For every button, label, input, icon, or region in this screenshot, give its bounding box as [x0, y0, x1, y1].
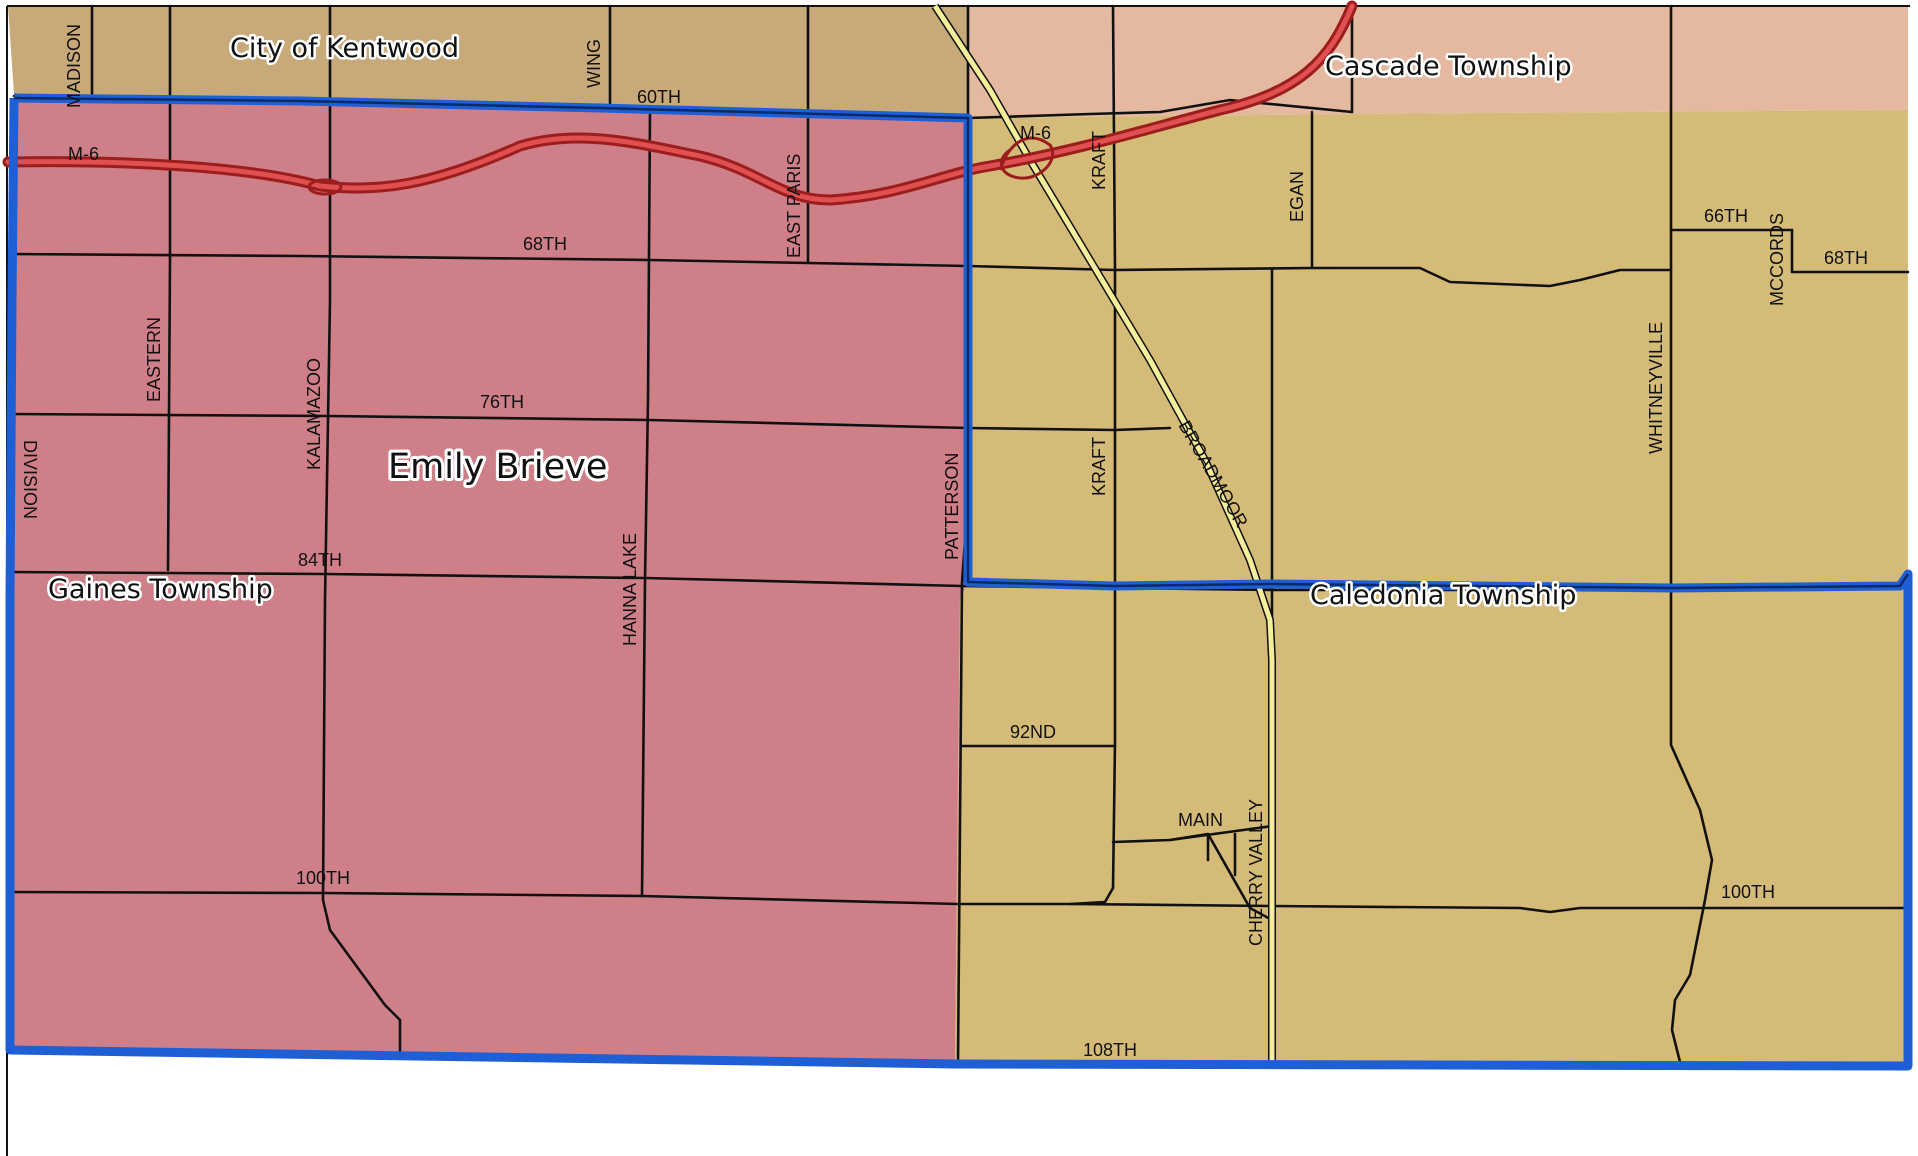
label-92nd: 92ND — [1010, 722, 1056, 742]
district-area — [10, 98, 968, 1062]
label-egan: EGAN — [1287, 171, 1307, 222]
road-60th-east — [966, 98, 1354, 120]
label-cherry-valley: CHERRY VALLEY — [1246, 799, 1266, 946]
label-kalamazoo: KALAMAZOO — [304, 358, 324, 470]
m6-interchange-broadmoor — [998, 136, 1055, 180]
label-main: MAIN — [1178, 810, 1223, 830]
m6-fill — [5, 3, 1355, 203]
label-100th-east: 100TH — [1721, 882, 1775, 902]
road-68th — [6, 252, 1673, 288]
broadmoor-highway — [931, 3, 1276, 1062]
road-kalamazoo — [321, 4, 402, 1054]
road-whitneyville — [1669, 4, 1714, 1064]
label-patterson: PATTERSON — [942, 453, 962, 560]
label-caledonia: Caledonia Township — [1310, 580, 1576, 611]
label-68th-west: 68TH — [523, 234, 567, 254]
road-main-spur-1 — [1168, 832, 1274, 922]
label-68th-east: 68TH — [1824, 248, 1868, 268]
label-kraft-south: KRAFT — [1089, 437, 1109, 496]
kentwood-area — [8, 6, 968, 118]
label-100th-west: 100TH — [296, 868, 350, 888]
label-108th: 108TH — [1083, 1040, 1137, 1060]
m6-highway — [2, 0, 1358, 206]
road-mccords — [1790, 228, 1910, 274]
road-76th — [6, 412, 1172, 432]
label-kentwood: City of Kentwood — [230, 33, 459, 64]
label-m6-east: M-6 — [1020, 123, 1051, 143]
label-hanna-lake: HANNA LAKE — [620, 533, 640, 646]
label-mccords: MCCORDS — [1767, 213, 1787, 306]
label-gaines: Gaines Township — [48, 574, 273, 605]
label-eastern: EASTERN — [144, 317, 164, 402]
label-m6-west: M-6 — [68, 144, 99, 164]
label-wing: WING — [584, 39, 604, 88]
area-labels: City of Kentwood Cascade Township Gaines… — [46, 31, 1579, 614]
label-66th: 66TH — [1704, 206, 1748, 226]
road-hanna-lake — [640, 108, 652, 898]
road-eastern — [166, 4, 172, 572]
label-cascade: Cascade Township — [1325, 51, 1572, 82]
m6-interchange-kalamazoo — [307, 178, 343, 196]
road-kraft — [1068, 4, 1117, 906]
label-60th: 60TH — [637, 87, 681, 107]
label-76th: 76TH — [480, 392, 524, 412]
cascade-area — [968, 6, 1908, 118]
label-division: DIVISION — [20, 440, 40, 519]
district-boundary-core — [13, 96, 1910, 590]
district-name-label: Emily Brieve — [388, 447, 607, 487]
broadmoor-fill — [932, 4, 1275, 1062]
label-84th: 84TH — [298, 550, 342, 570]
label-whitneyville: WHITNEYVILLE — [1646, 322, 1666, 454]
label-kraft-north: KRAFT — [1089, 131, 1109, 190]
label-madison: MADISON — [64, 24, 84, 108]
label-east-paris: EAST PARIS — [784, 154, 804, 258]
